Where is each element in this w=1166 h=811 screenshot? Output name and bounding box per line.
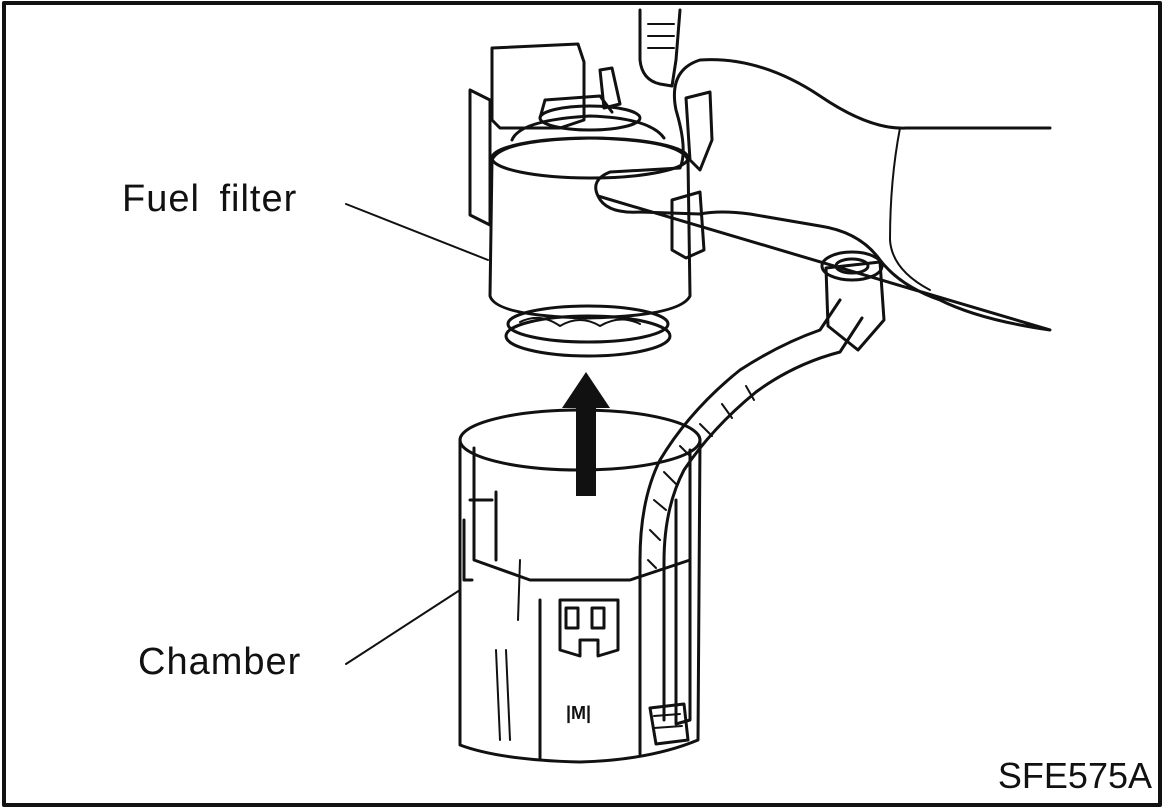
fuel-hose — [638, 250, 886, 722]
fuel-filter — [468, 8, 714, 358]
hand — [594, 58, 1052, 332]
fuel-filter-label: Fuel filter — [122, 178, 298, 220]
chamber-leader — [345, 589, 461, 665]
chamber-label: Chamber — [138, 641, 302, 683]
fuel-filter-leader — [345, 203, 489, 261]
figure-code: SFE575A — [997, 755, 1152, 796]
lift-arrow — [562, 372, 610, 496]
chamber — [458, 408, 702, 764]
chamber-mark: |M| — [566, 703, 592, 723]
